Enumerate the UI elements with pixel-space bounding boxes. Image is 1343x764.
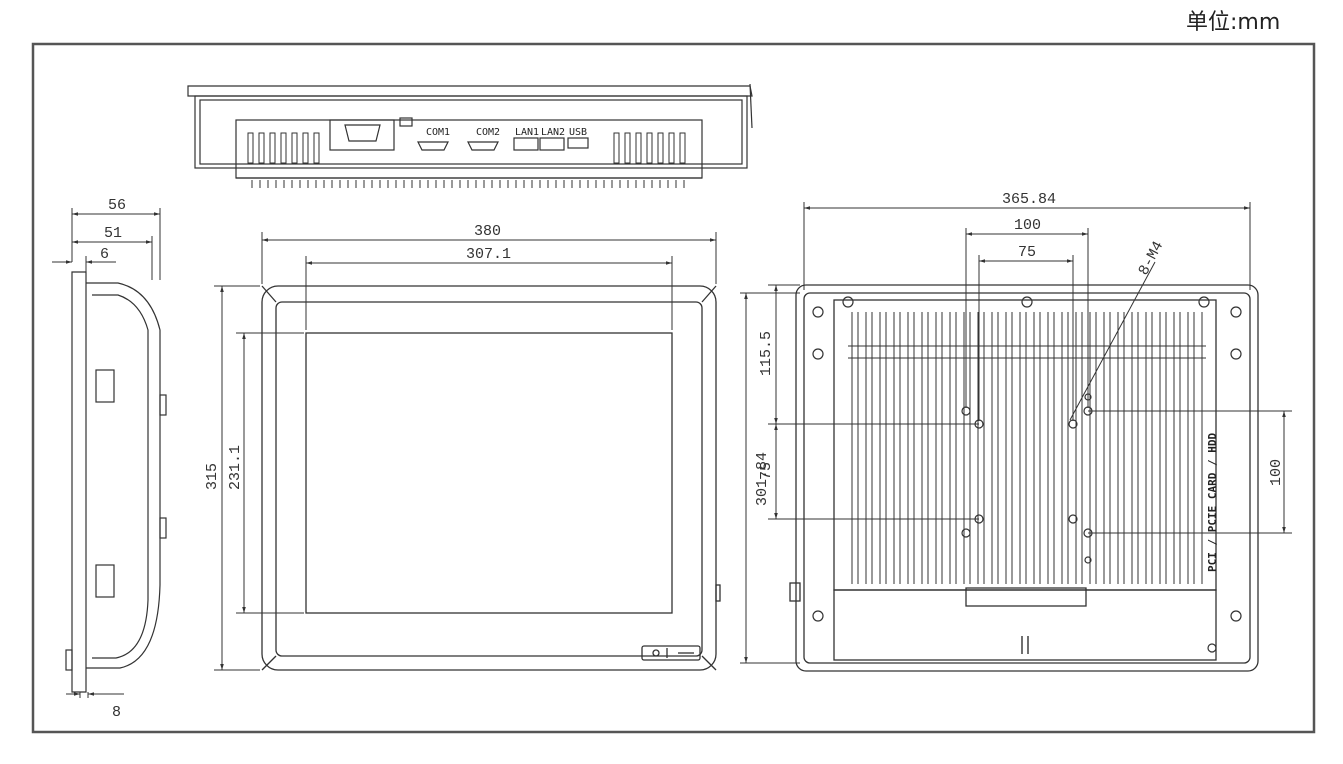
top-view [187, 83, 753, 188]
dim-width: 380 [474, 223, 501, 240]
dim-vesa-75: 75 [1018, 244, 1036, 261]
front-view [261, 285, 721, 671]
dim-screw: 8-M4 [1135, 239, 1167, 279]
port-label-lan1: LAN1 [515, 127, 539, 138]
dim-display-width: 307.1 [466, 246, 511, 263]
dim-top-offset: 115.5 [758, 331, 775, 376]
dim-bottom: 8 [112, 704, 121, 721]
dim-rear-height: 301.84 [754, 452, 771, 506]
dim-display-height: 231.1 [227, 445, 244, 490]
side-view [65, 271, 167, 693]
dim-height: 315 [204, 463, 221, 490]
dim-vesa-100: 100 [1014, 217, 1041, 234]
port-label-lan2: LAN2 [541, 127, 565, 138]
slot-label: PCI / PCIE CARD / HDD [1206, 433, 1219, 572]
rear-view [789, 284, 1259, 672]
dim-vesa-100-v: 100 [1268, 459, 1285, 486]
port-label-usb: USB [569, 127, 587, 138]
dim-depth-body: 51 [104, 225, 122, 242]
drawing-frame [31, 42, 1316, 734]
dim-depth-total: 56 [108, 197, 126, 214]
port-label-com2: COM2 [476, 127, 500, 138]
port-label-com1: COM1 [426, 127, 450, 138]
dim-bezel: 6 [100, 246, 109, 263]
dim-rear-width: 365.84 [1002, 191, 1056, 208]
unit-label: 单位:mm [1186, 10, 1281, 35]
dim-vesa-75-v: 75 [758, 462, 775, 480]
